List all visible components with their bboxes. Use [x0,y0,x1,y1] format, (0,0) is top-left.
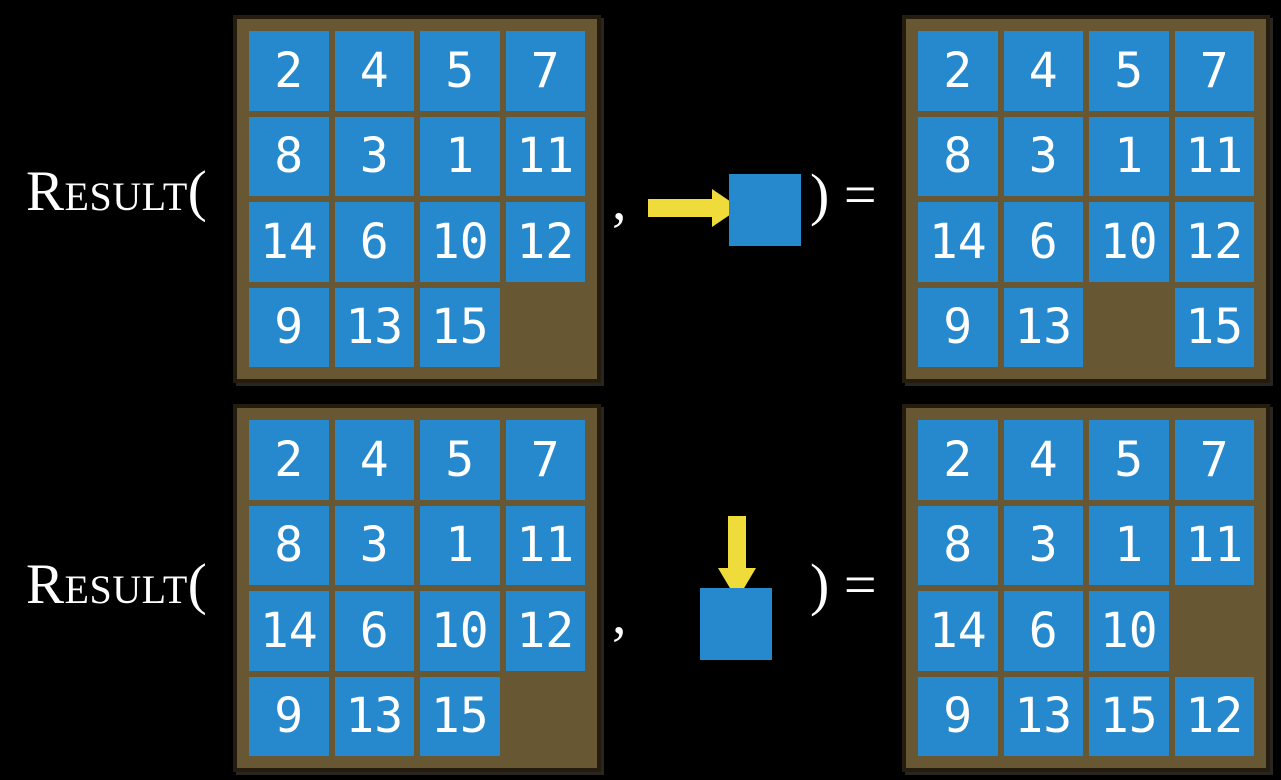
empty-cell [1089,288,1169,368]
tile-4: 4 [334,31,414,111]
tile-8: 8 [249,505,329,585]
tile-11: 11 [505,116,585,196]
function-name-label: Result( [26,160,208,223]
tile-11: 11 [1174,116,1254,196]
tile-6: 6 [334,202,414,282]
tile-13: 13 [334,287,414,367]
empty-cell [506,288,586,368]
tile-15: 15 [420,676,500,756]
tile-14: 14 [249,202,329,282]
tile-7: 7 [505,420,585,500]
comma-separator: , [612,167,627,232]
tile-12: 12 [505,202,585,282]
tile-10: 10 [420,591,500,671]
tile-3: 3 [1003,116,1083,196]
tile-14: 14 [918,591,998,671]
right-arrow-icon [648,189,740,227]
tile-8: 8 [249,116,329,196]
tile-4: 4 [1003,420,1083,500]
empty-cell [506,677,586,757]
tile-2: 2 [249,31,329,111]
tile-9: 9 [249,676,329,756]
tile-2: 2 [249,420,329,500]
tile-8: 8 [918,505,998,585]
tile-11: 11 [505,505,585,585]
tile-15: 15 [1174,287,1254,367]
tile-15: 15 [1089,676,1169,756]
close-paren-equals: ) = [810,162,877,227]
function-name-label: Result( [26,553,208,616]
tile-13: 13 [334,676,414,756]
tile-5: 5 [1089,420,1169,500]
tile-3: 3 [334,116,414,196]
tile-8: 8 [918,116,998,196]
tile-10: 10 [420,202,500,282]
tile-7: 7 [1174,31,1254,111]
tile-10: 10 [1089,202,1169,282]
close-paren-equals: ) = [810,552,877,617]
tile-5: 5 [420,31,500,111]
comma-separator: , [612,581,627,646]
move-tile-square [700,588,772,660]
tile-4: 4 [334,420,414,500]
tile-11: 11 [1174,505,1254,585]
tile-6: 6 [1003,202,1083,282]
tile-15: 15 [420,287,500,367]
tile-9: 9 [918,676,998,756]
tile-7: 7 [1174,420,1254,500]
down-arrow-icon [718,516,756,600]
tile-4: 4 [1003,31,1083,111]
tile-1: 1 [420,116,500,196]
tile-13: 13 [1003,676,1083,756]
tile-1: 1 [420,505,500,585]
tile-2: 2 [918,420,998,500]
tile-14: 14 [918,202,998,282]
tile-1: 1 [1089,116,1169,196]
tile-3: 3 [1003,505,1083,585]
tile-1: 1 [1089,505,1169,585]
tile-12: 12 [1174,676,1254,756]
tile-14: 14 [249,591,329,671]
tile-5: 5 [420,420,500,500]
tile-7: 7 [505,31,585,111]
tile-12: 12 [1174,202,1254,282]
tile-9: 9 [918,287,998,367]
tile-5: 5 [1089,31,1169,111]
tile-9: 9 [249,287,329,367]
empty-cell [1175,591,1255,671]
tile-2: 2 [918,31,998,111]
tile-3: 3 [334,505,414,585]
tile-6: 6 [1003,591,1083,671]
tile-10: 10 [1089,591,1169,671]
tile-6: 6 [334,591,414,671]
tile-12: 12 [505,591,585,671]
tile-13: 13 [1003,287,1083,367]
move-tile-square [729,174,801,246]
